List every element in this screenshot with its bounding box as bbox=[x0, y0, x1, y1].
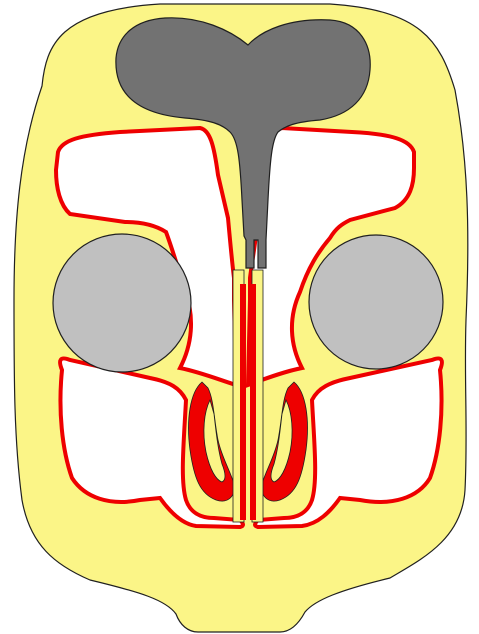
left-orbit bbox=[53, 234, 191, 372]
right-orbit bbox=[309, 235, 443, 369]
